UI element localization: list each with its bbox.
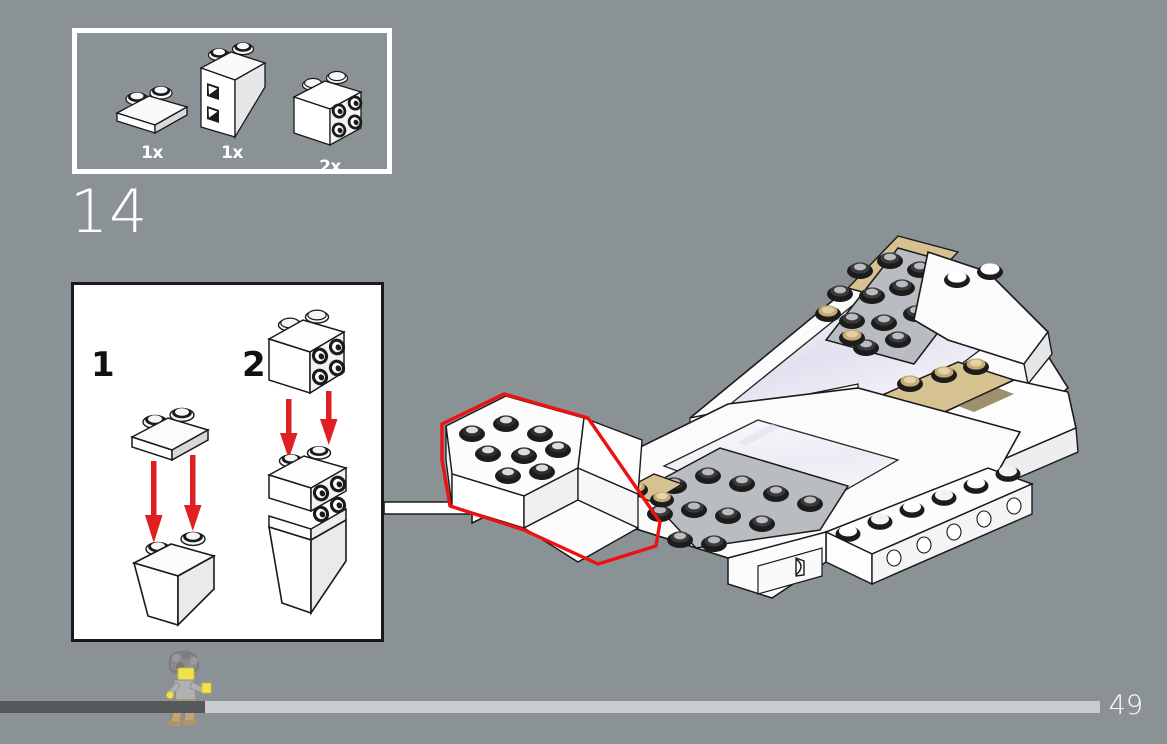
d-shape-detail [795, 556, 805, 577]
hand [166, 691, 174, 700]
parts-inventory-box: 1x [72, 28, 392, 177]
inverted-slope-icon [199, 42, 267, 140]
part-plate-1x2-white: 1x [107, 83, 197, 163]
white-stud-row [835, 465, 1021, 542]
bottom-edge-stud-bar [824, 465, 1035, 586]
substep-1-illustration [130, 407, 217, 627]
gold-studs-upper [815, 305, 865, 346]
side-stud-row [886, 497, 1022, 567]
target-inverted-slope [131, 531, 217, 627]
foot-front [183, 720, 197, 725]
substep-label-2: 2 [242, 345, 266, 385]
main-model-illustration [440, 235, 1079, 599]
assembly-arrow-group [280, 391, 338, 459]
substep-panel: 1 2 [71, 282, 384, 642]
red-highlight-outline [440, 392, 662, 566]
step-number: 14 [70, 177, 149, 247]
target-subassembly [267, 446, 348, 616]
highlight-stud-cluster [459, 415, 571, 484]
substep-label-1: 1 [91, 345, 115, 385]
foot-back [167, 721, 181, 726]
side-stud-brick-icon [292, 70, 363, 147]
part-quantity-label: 2x [319, 157, 341, 177]
walking-minifigure [166, 650, 212, 726]
substep-2-illustration [267, 309, 348, 616]
stud-cluster-lower [647, 467, 823, 552]
build-progress-bar [0, 701, 1100, 713]
build-progress-fill [0, 701, 205, 713]
part-quantity-label: 1x [221, 143, 243, 163]
lower-gray-stud-plate [640, 447, 850, 552]
held-brick [201, 682, 212, 694]
assembly-arrow-group [145, 455, 202, 543]
part-inverted-slope-1x2x3-white: 1x [187, 37, 287, 167]
floating-plate [130, 407, 210, 462]
floating-side-stud-brick [267, 309, 346, 395]
part-quantity-label: 1x [141, 143, 163, 163]
page-number: 49 [1108, 690, 1143, 721]
white-studs-upper-right [944, 263, 1003, 288]
new-pieces-highlight-region [440, 392, 662, 566]
head [177, 667, 195, 681]
plate-1x2-icon [115, 86, 189, 135]
bottom-left-wedge [727, 531, 827, 599]
upper-right-wing [913, 250, 1053, 386]
part-brick-1x2x2-side-studs-white: 2x [282, 63, 382, 177]
